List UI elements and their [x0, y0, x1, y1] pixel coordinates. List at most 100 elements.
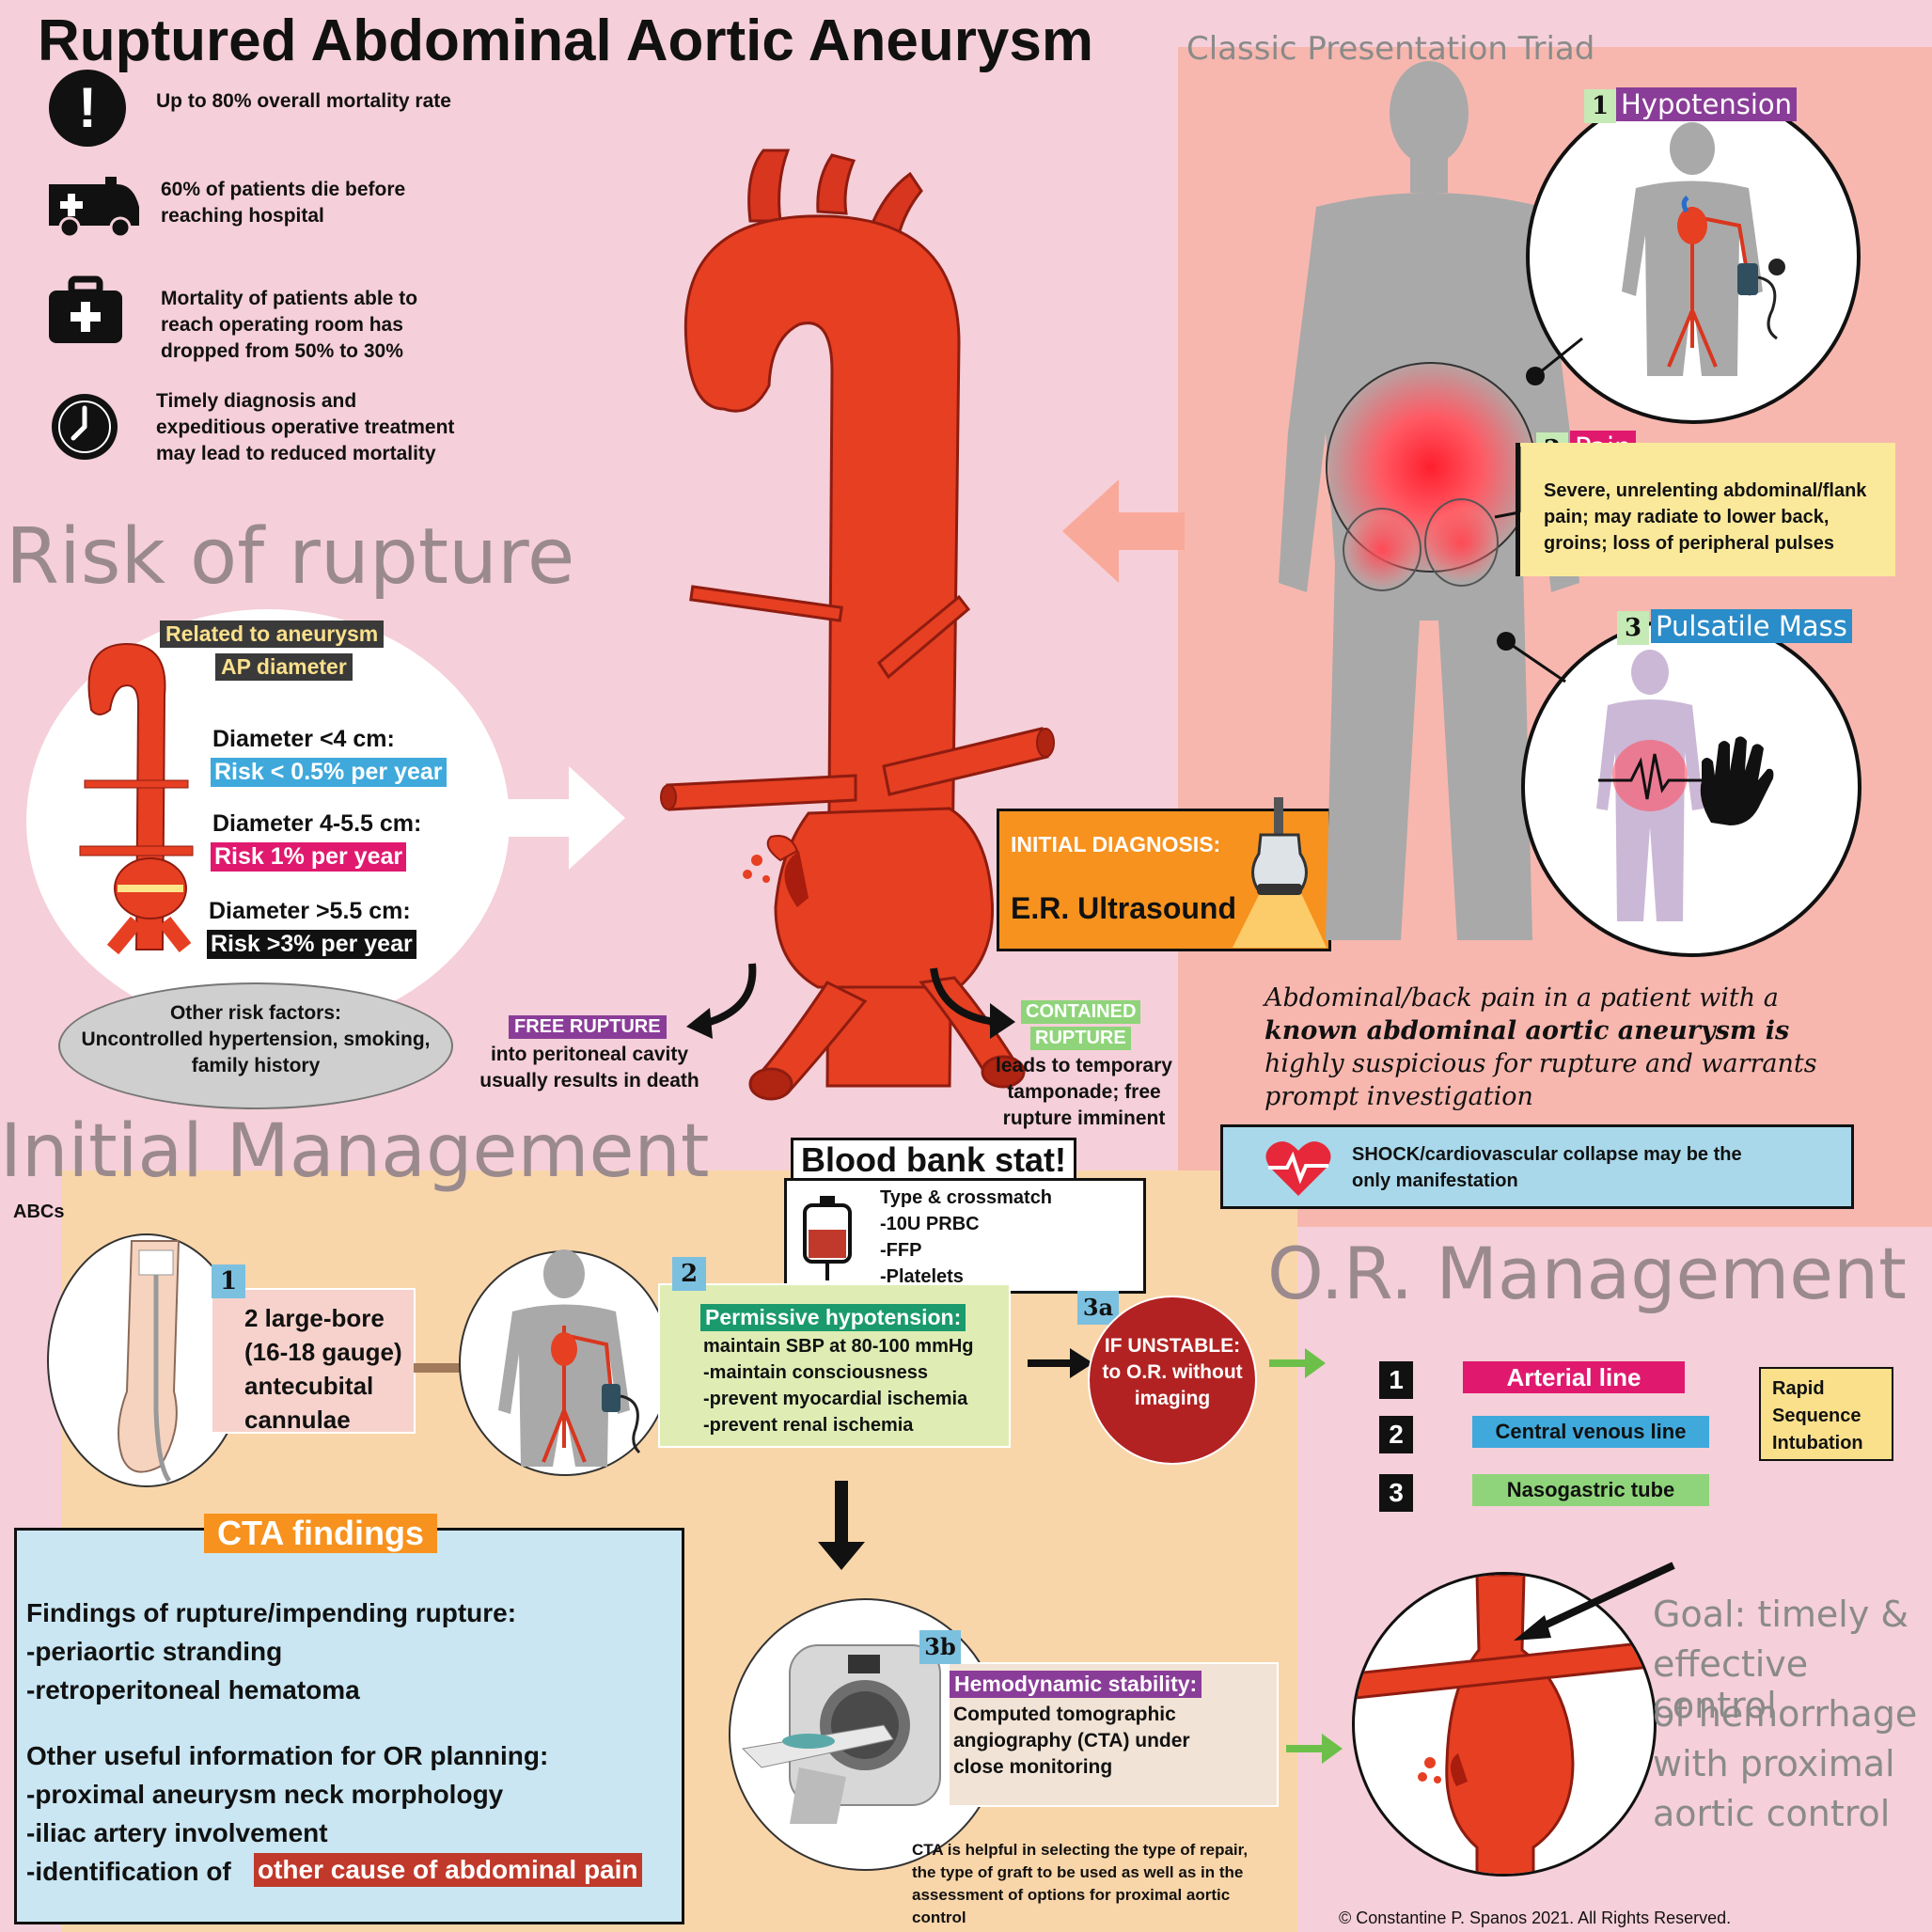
- blood-bag-icon: [803, 1196, 852, 1280]
- pain-connector: [1494, 447, 1521, 519]
- blood-bank-line-1: Type & crossmatch: [880, 1187, 1053, 1208]
- contained-rupture-line-1: leads to temporary: [996, 1055, 1172, 1076]
- goal-line-4: with proximal: [1653, 1743, 1895, 1784]
- step-3b-num: 3b: [919, 1630, 961, 1664]
- contained-rupture-tag-2: RUPTURE: [1030, 1027, 1131, 1050]
- mini-aorta-illustration: [79, 642, 194, 955]
- shock-line-2: only manifestation: [1352, 1170, 1518, 1191]
- free-rupture-line-1: into peritoneal cavity: [490, 1044, 689, 1065]
- free-rupture-arrow: [686, 963, 757, 1039]
- triad-note-line-1: Abdominal/back pain in a patient with a: [1264, 983, 1779, 1013]
- risk-row-2-label: Diameter 4-5.5 cm:: [212, 810, 422, 837]
- or-aorta-circle: [1352, 1572, 1657, 1877]
- step-3b-tag: Hemodynamic stability:: [950, 1671, 1202, 1698]
- or-clamp-pointer: [1514, 1562, 1675, 1641]
- groin-pain-left: [1343, 508, 1422, 591]
- rsi-box: [1759, 1367, 1893, 1461]
- goal-line-1: Goal: timely &: [1653, 1594, 1909, 1635]
- stat-4-text-2: expeditious operative treatment: [156, 416, 455, 438]
- other-risk-line-2: family history: [191, 1055, 321, 1076]
- abcs-label: ABCs: [13, 1202, 65, 1222]
- other-risk-ellipse: [58, 982, 453, 1109]
- hand-icon: [1700, 736, 1774, 825]
- initial-diagnosis-label: INITIAL DIAGNOSIS:: [1011, 832, 1221, 856]
- stat-2-text-1: 60% of patients die before: [161, 179, 406, 200]
- step-3b-line-3: close monitoring: [953, 1756, 1113, 1778]
- initial-heading: Initial Management: [0, 1109, 710, 1194]
- arrow-step2-to-3a: [1028, 1348, 1093, 1378]
- cta-other-2: -iliac artery involvement: [26, 1818, 328, 1847]
- pulsatile-body-icon: [1596, 650, 1704, 921]
- triad-title: Classic Presentation Triad: [1186, 30, 1595, 68]
- pain-description-box: [1516, 443, 1895, 576]
- shock-line-1: SHOCK/cardiovascular collapse may be the: [1352, 1144, 1742, 1165]
- step-3a-line-2: to O.R. without: [1102, 1361, 1243, 1383]
- pulsatile-num: 3: [1617, 611, 1649, 645]
- ambulance-icon: [49, 177, 139, 239]
- page-title: Ruptured Abdominal Aortic Aneurysm: [38, 8, 1093, 73]
- step-2-line-3: -prevent myocardial ischemia: [703, 1389, 968, 1409]
- rsi-line-1: Rapid: [1772, 1378, 1825, 1399]
- arrow-3b-to-or: [1286, 1734, 1343, 1764]
- pulsatile-connector: [1497, 632, 1566, 683]
- step-2-line-1: maintain SBP at 80-100 mmHg: [703, 1336, 974, 1357]
- step-2-line-4: -prevent renal ischemia: [703, 1415, 914, 1436]
- cta-other-3b: other cause of abdominal pain: [254, 1853, 642, 1887]
- or-heading: O.R. Management: [1267, 1232, 1907, 1315]
- contained-rupture-tag-1: CONTAINED: [1021, 1000, 1141, 1024]
- rsi-line-2: Sequence: [1772, 1406, 1861, 1426]
- cta-findings-1: -periaortic stranding: [26, 1637, 283, 1666]
- related-tag-1: Related to aneurysm: [160, 620, 385, 648]
- step-2-num: 2: [672, 1257, 706, 1291]
- step-3b-line-2: angiography (CTA) under: [953, 1730, 1190, 1751]
- cta-other-head: Other useful information for OR planning…: [26, 1741, 549, 1770]
- initial-diagnosis-value: E.R. Ultrasound: [1011, 891, 1237, 925]
- or-item-3-label: Nasogastric tube: [1472, 1474, 1709, 1506]
- triad-note-line-3: highly suspicious for rupture and warran…: [1264, 1049, 1817, 1078]
- exclamation-icon: !: [49, 70, 126, 147]
- related-tag-2: AP diameter: [215, 653, 353, 681]
- cta-note-line-4: control: [912, 1908, 966, 1926]
- rsi-line-3: Intubation: [1772, 1433, 1863, 1453]
- cta-findings-title: CTA findings: [204, 1514, 437, 1553]
- contained-rupture-arrow: [930, 967, 1015, 1039]
- clock-icon: [52, 394, 118, 460]
- stat-2-text-2: reaching hospital: [161, 205, 324, 227]
- arrow-3a-to-or: [1269, 1348, 1326, 1378]
- risk-row-1-value: Risk < 0.5% per year: [211, 758, 447, 787]
- risk-row-1-label: Diameter <4 cm:: [212, 726, 395, 752]
- or-item-1-num: 1: [1379, 1361, 1413, 1399]
- risk-row-3-value: Risk >3% per year: [207, 930, 416, 959]
- step-1-line-2: (16-18 gauge): [244, 1338, 402, 1366]
- heart-monitor-icon: [1265, 1141, 1331, 1196]
- arrow-down-to-3b: [818, 1481, 865, 1570]
- ct-scanner-icon: [741, 1644, 941, 1824]
- cta-note-line-3: assessment of options for proximal aorti…: [912, 1886, 1231, 1904]
- hypotension-num: 1: [1584, 89, 1616, 123]
- copyright: © Constantine P. Spanos 2021. All Rights…: [1339, 1908, 1732, 1927]
- step-1-line-4: cannulae: [244, 1406, 351, 1434]
- cta-note-line-1: CTA is helpful in selecting the type of …: [912, 1841, 1249, 1859]
- free-rupture-line-2: usually results in death: [479, 1070, 699, 1092]
- stat-4-text-1: Timely diagnosis and: [156, 390, 357, 412]
- ultrasound-probe-icon: [1233, 797, 1327, 948]
- arm-iv-icon: [118, 1240, 181, 1483]
- goal-line-5: aortic control: [1653, 1793, 1891, 1834]
- or-aorta-illustration: [1355, 1575, 1654, 1874]
- or-item-1-label: Arterial line: [1463, 1361, 1685, 1393]
- step-1-line-3: antecubital: [244, 1372, 374, 1400]
- triad-note-line-4: prompt investigation: [1264, 1082, 1533, 1111]
- pain-line-1: Severe, unrelenting abdominal/flank: [1544, 480, 1867, 501]
- step-2-line-2: -maintain consciousness: [703, 1362, 928, 1383]
- hypotension-label: Hypotension: [1616, 87, 1798, 121]
- contained-rupture-line-2: tamponade; free: [1007, 1081, 1161, 1103]
- contained-rupture-line-3: rupture imminent: [1002, 1107, 1166, 1129]
- pain-line-3: groins; loss of peripheral pulses: [1544, 533, 1834, 554]
- blood-bank-line-2: -10U PRBC: [880, 1214, 980, 1234]
- stat-4-text-3: may lead to reduced mortality: [156, 443, 436, 464]
- cta-findings-head: Findings of rupture/impending rupture:: [26, 1598, 517, 1627]
- cta-findings-2: -retroperitoneal hematoma: [26, 1675, 360, 1704]
- risk-row-3-label: Diameter >5.5 cm:: [209, 898, 411, 924]
- step-3b-line-1: Computed tomographic: [953, 1704, 1176, 1725]
- pain-line-2: pain; may radiate to lower back,: [1544, 507, 1830, 527]
